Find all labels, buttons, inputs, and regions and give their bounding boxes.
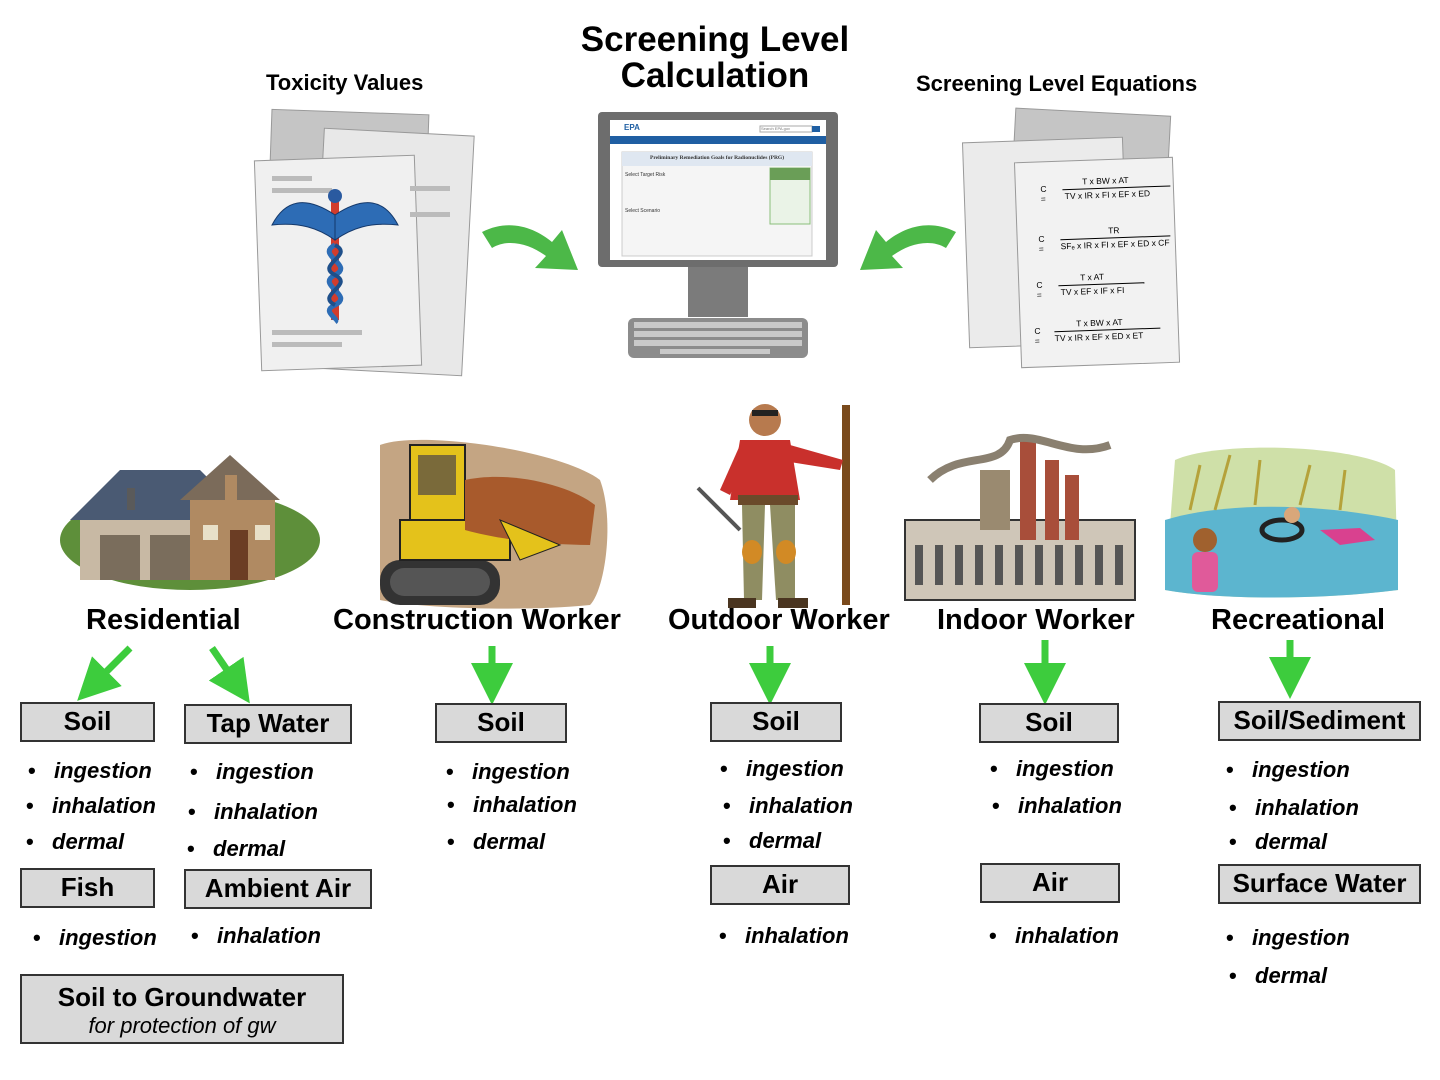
residential-soil-box: Soil bbox=[20, 702, 155, 742]
residential-ambient-air-box: Ambient Air bbox=[184, 869, 372, 909]
indoor-soil-box: Soil bbox=[979, 703, 1119, 743]
toxicity-values-label: Toxicity Values bbox=[266, 70, 424, 95]
scenario-construction-worker: Construction Worker bbox=[333, 604, 621, 636]
equation-lhs: C = bbox=[1034, 325, 1041, 346]
residential-soil-pathway: •dermal bbox=[26, 829, 125, 854]
equation-numerator: TR bbox=[1107, 225, 1120, 236]
screening-equations-label: Screening Level Equations bbox=[916, 71, 1198, 96]
residential-soil-pathway: •ingestion bbox=[28, 758, 152, 783]
soil-to-groundwater-note: for protection of gw bbox=[88, 1013, 276, 1038]
outdoor-soil-pathway: •ingestion bbox=[720, 756, 844, 781]
residential-fish-box: Fish bbox=[20, 868, 155, 908]
screen-heading: Preliminary Remediation Goals for Radion… bbox=[649, 155, 785, 161]
outdoor-soil-box: Soil bbox=[710, 702, 842, 742]
residential-tap-pathway: •ingestion bbox=[190, 759, 314, 784]
computer-illustration bbox=[598, 112, 838, 358]
toxicity-documents-illustration bbox=[253, 108, 475, 377]
screen-search: Search EPA.gov bbox=[761, 126, 791, 131]
construction-soil-box: Soil bbox=[435, 703, 567, 743]
curved-arrow-right-icon bbox=[860, 225, 956, 270]
outdoor-air-box: Air bbox=[710, 865, 850, 905]
recreational-soil-pathway: •dermal bbox=[1229, 829, 1328, 854]
residential-tap-pathway: •inhalation bbox=[188, 799, 318, 824]
residential-tap-water-box: Tap Water bbox=[184, 704, 352, 744]
page-title: Screening Level Calculation bbox=[580, 20, 850, 95]
construction-soil-pathway: •dermal bbox=[447, 829, 546, 854]
curved-arrow-left-icon bbox=[482, 225, 578, 270]
outdoor-soil-pathway: •inhalation bbox=[723, 793, 853, 818]
residential-fish-pathway: •ingestion bbox=[33, 925, 157, 950]
indoor-air-pathway: •inhalation bbox=[989, 923, 1119, 948]
outdoor-worker-illustration bbox=[696, 404, 850, 608]
equation-lhs: C = bbox=[1040, 183, 1047, 204]
caduceus-icon bbox=[271, 189, 399, 324]
outdoor-air-pathway: •inhalation bbox=[719, 923, 849, 948]
factory-illustration bbox=[904, 434, 1136, 601]
recreational-soil-sediment-box: Soil/Sediment bbox=[1218, 701, 1421, 741]
equation-numerator: T x BW x AT bbox=[1075, 316, 1123, 329]
scenario-indoor-worker: Indoor Worker bbox=[937, 604, 1135, 636]
equation-numerator: T x BW x AT bbox=[1081, 174, 1129, 187]
house-illustration bbox=[60, 455, 320, 590]
equation-lhs: C = bbox=[1038, 233, 1045, 254]
equation-numerator: T x AT bbox=[1079, 271, 1105, 283]
construction-soil-pathway: •inhalation bbox=[447, 792, 577, 817]
indoor-soil-pathway: •inhalation bbox=[992, 793, 1122, 818]
bulldozer-illustration bbox=[380, 439, 608, 609]
recreational-soil-pathway: •ingestion bbox=[1226, 757, 1350, 782]
recreational-water-pathway: •ingestion bbox=[1226, 925, 1350, 950]
residential-air-pathway: •inhalation bbox=[191, 923, 321, 948]
indoor-soil-pathway: •ingestion bbox=[990, 756, 1114, 781]
soil-to-groundwater-label: Soil to Groundwater bbox=[57, 982, 307, 1012]
residential-soil-to-groundwater-box: Soil to Groundwater for protection of gw bbox=[20, 974, 344, 1044]
indoor-air-box: Air bbox=[980, 863, 1120, 903]
recreational-soil-pathway: •inhalation bbox=[1229, 795, 1359, 820]
equation-sheets-illustration bbox=[961, 107, 1181, 369]
residential-tap-pathway: •dermal bbox=[187, 836, 286, 861]
construction-soil-pathway: •ingestion bbox=[446, 759, 570, 784]
recreational-surface-water-box: Surface Water bbox=[1218, 864, 1421, 904]
scenario-recreational: Recreational bbox=[1211, 604, 1386, 636]
scenario-arrows bbox=[77, 640, 1311, 705]
scenario-residential: Residential bbox=[86, 604, 241, 636]
screen-scenario: Select Scenario bbox=[625, 208, 661, 214]
equation-lhs: C = bbox=[1036, 279, 1043, 300]
swimmers-illustration bbox=[1165, 447, 1398, 598]
epa-logo: EPA bbox=[624, 123, 640, 132]
screen-target-risk: Select Target Risk bbox=[625, 172, 666, 178]
residential-soil-pathway: •inhalation bbox=[26, 793, 156, 818]
recreational-water-pathway: •dermal bbox=[1229, 963, 1328, 988]
outdoor-soil-pathway: •dermal bbox=[723, 828, 822, 853]
scenario-outdoor-worker: Outdoor Worker bbox=[668, 604, 890, 636]
